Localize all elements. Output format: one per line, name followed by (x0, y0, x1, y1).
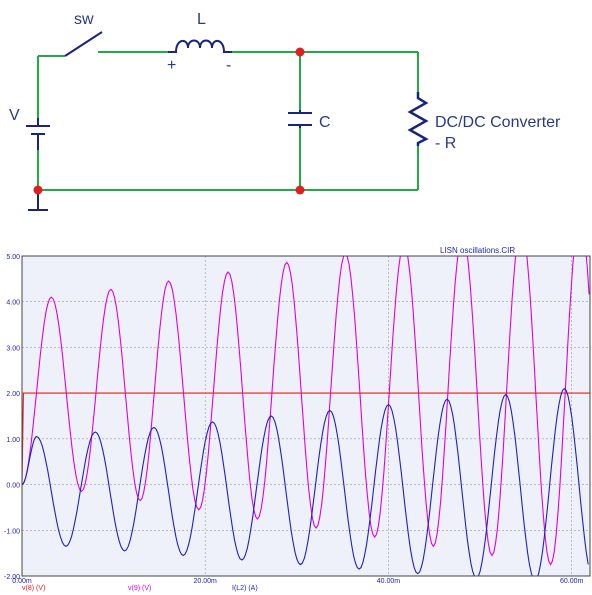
x-tick-label: 0.00m (12, 578, 32, 585)
wires (37, 51, 419, 191)
node-bottom-left (33, 185, 43, 195)
y-tick-labels: 5.00 4.00 3.00 2.00 1.00 0.00 -1.00 -2.00 (4, 254, 20, 581)
switch-label: sw (74, 11, 94, 28)
inductor-label: L (197, 11, 206, 28)
y-tick-label: 4.00 (6, 300, 20, 307)
series-line-2 (22, 387, 589, 576)
load-label-line2: - R (435, 135, 456, 152)
x-tick-label: 20.00m (194, 578, 218, 585)
y-tick-label: 1.00 (6, 437, 20, 444)
switch (64, 31, 103, 57)
junction-nodes (33, 47, 305, 195)
x-tick-labels: 0.00m 20.00m 40.00m 60.00m (12, 578, 583, 585)
legend: v(8) (V) v(9) (V) I(L2) (A) (22, 585, 258, 592)
legend-entry: v(9) (V) (128, 585, 151, 592)
circuit-schematic: sw L + - V C DC/DC Converter - R (9, 11, 561, 211)
capacitor (288, 110, 312, 128)
inductor-minus-label: - (226, 57, 231, 74)
y-tick-label: 5.00 (6, 254, 20, 261)
y-tick-label: 3.00 (6, 345, 20, 352)
voltage-source (26, 118, 50, 150)
capacitor-label: C (319, 114, 331, 131)
legend-entry: I(L2) (A) (232, 585, 258, 592)
source-label: V (9, 107, 20, 124)
load-label-line1: DC/DC Converter (435, 114, 561, 131)
x-tick-label: 40.00m (377, 578, 401, 585)
series-line-1 (22, 256, 590, 566)
y-tick-label: -1.00 (4, 528, 20, 535)
plot-title: LISN oscillations.CIR (440, 246, 515, 255)
node-bottom-mid (295, 185, 305, 195)
node-top (295, 47, 305, 57)
y-tick-label: 2.00 (6, 391, 20, 398)
inductor-plus-label: + (167, 57, 176, 74)
y-tick-label: -2.00 (4, 574, 20, 581)
x-tick-label: 60.00m (560, 578, 584, 585)
legend-entry: v(8) (V) (22, 585, 45, 592)
oscillation-plot: 5.00 4.00 3.00 2.00 1.00 0.00 -1.00 -2.00 0.00m… (0, 228, 592, 595)
plot-frame (21, 255, 591, 577)
y-tick-label: 0.00 (6, 483, 20, 490)
resistor (407, 92, 429, 146)
switch-blade (64, 31, 103, 57)
inductor (168, 39, 232, 53)
